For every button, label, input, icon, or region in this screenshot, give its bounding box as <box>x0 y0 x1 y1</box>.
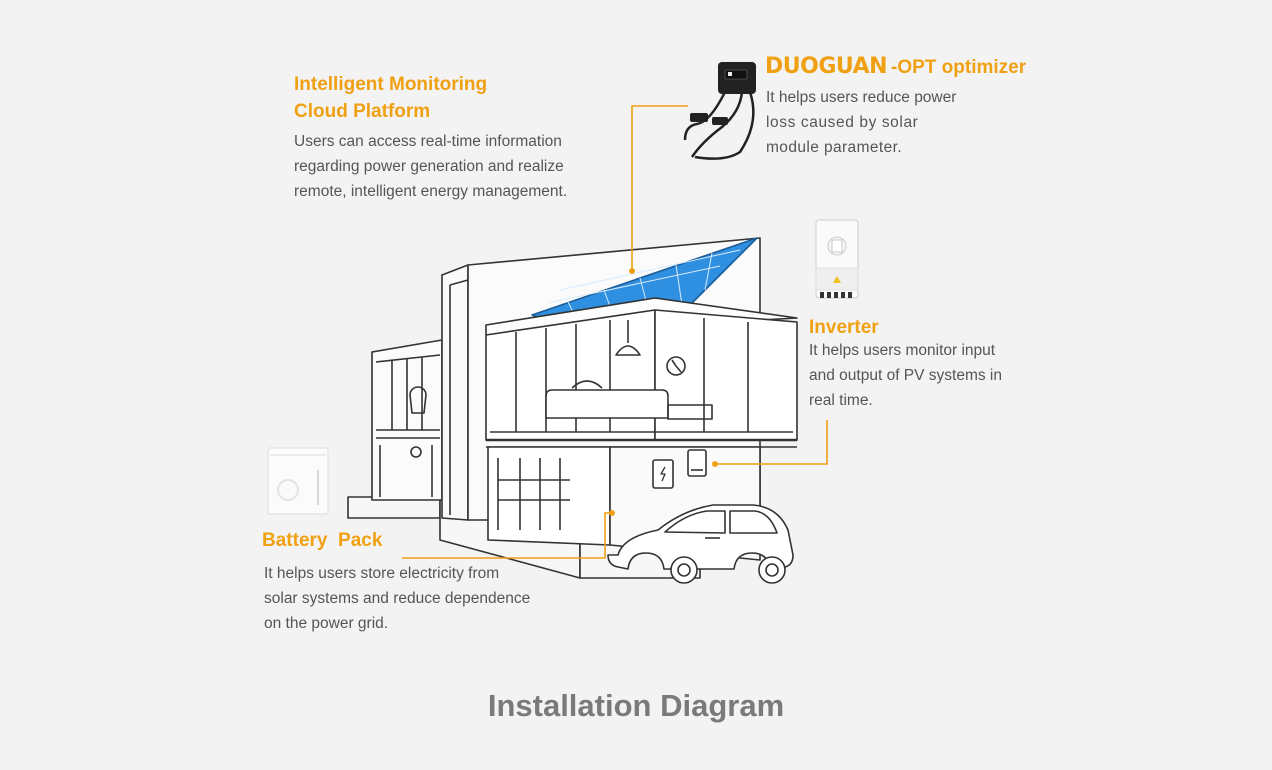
inverter-title: Inverter <box>809 317 879 338</box>
inverter-device <box>815 219 859 299</box>
battery-body-line2: solar systems and reduce dependence <box>264 590 531 607</box>
battery-body-line3: on the power grid. <box>264 615 389 632</box>
optimizer-title-suffix: -OPT optimizer <box>891 57 1027 78</box>
optimizer-body-line2: loss caused by solar <box>766 114 919 131</box>
inverter-body-line3: real time. <box>809 392 873 409</box>
monitoring-body-line1: Users can access real-time information <box>294 133 562 150</box>
monitoring-body-line2: regarding power generation and realize <box>294 158 564 175</box>
optimizer-title: DUOGUAN-OPT optimizer <box>765 54 1026 79</box>
battery-body-line1: It helps users store electricity from <box>264 565 500 582</box>
optimizer-device <box>683 62 756 160</box>
left-annex <box>371 339 443 501</box>
optimizer-body-line3: module parameter. <box>766 139 903 156</box>
diagram-title: Installation Diagram <box>487 688 785 723</box>
battery-title: Battery Pack <box>262 530 383 551</box>
callout-connectors <box>402 105 828 559</box>
electric-car <box>607 504 794 584</box>
upper-floor <box>485 297 798 448</box>
monitoring-title-line2: Cloud Platform <box>294 101 431 122</box>
duoguan-logo: DUOGUAN <box>765 54 888 79</box>
inverter-unit-mounted <box>687 449 707 477</box>
optimizer-body-line1: It helps users reduce power <box>766 89 957 106</box>
inverter-body-line1: It helps users monitor input <box>809 342 996 359</box>
inverter-body-line2: and output of PV systems in <box>809 367 1002 384</box>
monitoring-body-line3: remote, intelligent energy management. <box>294 183 568 200</box>
monitoring-title-line1: Intelligent Monitoring <box>294 74 488 95</box>
back-wall <box>441 264 469 521</box>
battery-pack-device <box>267 447 329 515</box>
